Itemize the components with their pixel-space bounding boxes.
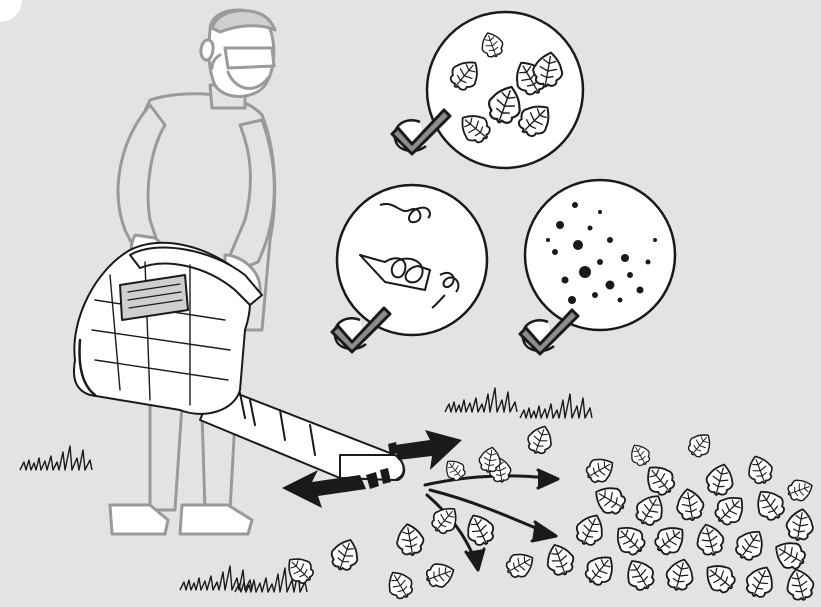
beard [226, 70, 270, 90]
blower-handle [129, 246, 263, 306]
airflow-arrows [423, 468, 560, 572]
leaves-ok-icon [390, 10, 585, 170]
hair [210, 9, 277, 34]
arrow-back-icon [282, 470, 366, 508]
left-shoe [108, 503, 170, 536]
goggles-icon [223, 46, 276, 70]
blow-direction-arrows [282, 430, 462, 508]
twigs-ok-icon [330, 183, 489, 354]
corner-badge [0, 0, 22, 22]
right-shoe [178, 503, 254, 536]
blower-battery [119, 274, 189, 321]
dust-ok-icon [518, 178, 677, 356]
leaf-blower [72, 241, 406, 481]
ear-muff-icon [199, 38, 215, 62]
arrow-forward-icon [395, 430, 462, 470]
